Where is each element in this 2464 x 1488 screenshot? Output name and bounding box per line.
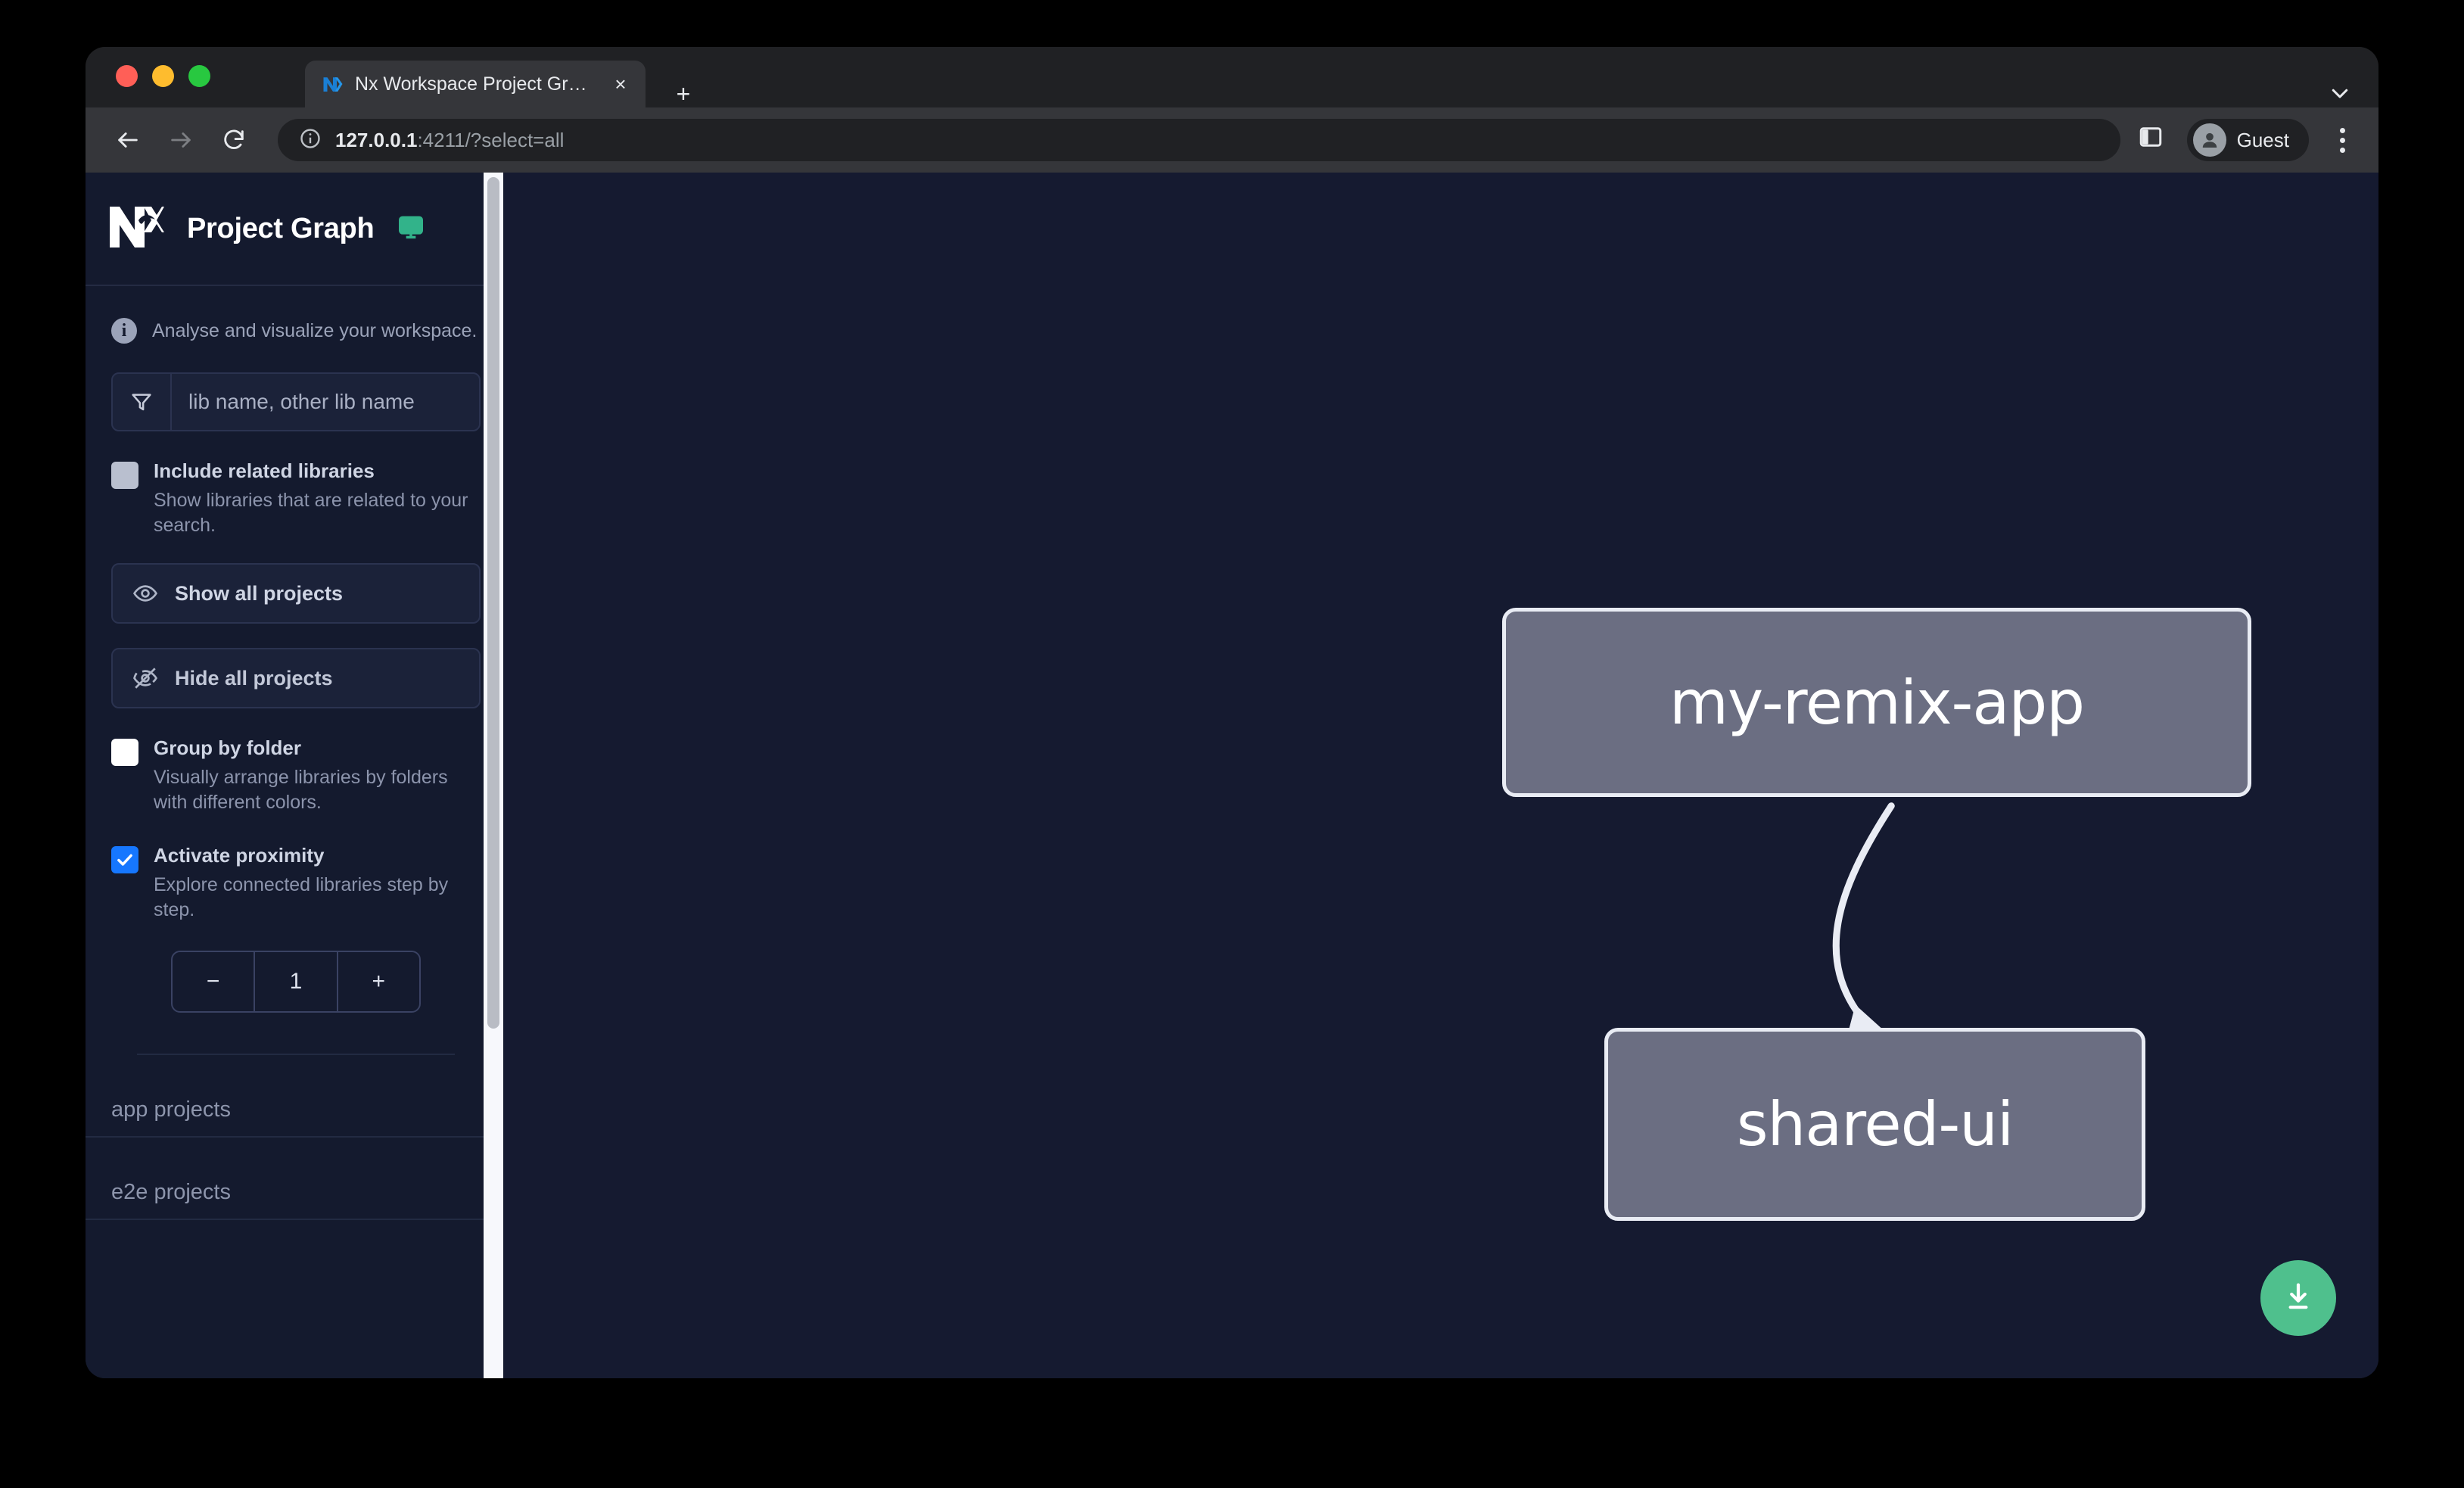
nx-logo-icon — [108, 204, 164, 254]
include-related-libraries-label: Include related libraries — [154, 459, 375, 482]
sidebar-scrollbar[interactable] — [484, 173, 503, 1378]
show-all-projects-label: Show all projects — [175, 581, 344, 605]
info-text: Analyse and visualize your workspace. — [152, 319, 478, 341]
graph-edge-my-remix-app-shared-ui — [1832, 802, 1895, 1026]
browser-window: Nx Workspace Project Graph × + — [86, 47, 2378, 1378]
show-all-projects-button[interactable]: Show all projects — [111, 563, 481, 624]
site-info-icon[interactable] — [299, 127, 322, 154]
window-controls — [116, 65, 210, 87]
chevron-down-icon[interactable] — [2324, 77, 2356, 109]
tab-title: Nx Workspace Project Graph — [355, 73, 597, 95]
include-related-libraries-option[interactable]: Include related libraries Show libraries… — [111, 459, 481, 539]
search-input[interactable] — [172, 374, 479, 430]
section-header-app-projects[interactable]: app projects — [86, 1055, 503, 1138]
tab-strip: Nx Workspace Project Graph × + — [86, 47, 2378, 107]
include-related-libraries-checkbox[interactable] — [111, 462, 138, 489]
graph-canvas[interactable]: my-remix-app shared-ui — [503, 173, 2378, 1378]
activate-proximity-label: Activate proximity — [154, 844, 325, 867]
url-path: :4211/?select=all — [417, 128, 565, 151]
filter-icon — [113, 374, 172, 430]
proximity-decrement-button[interactable]: − — [206, 969, 220, 994]
activate-proximity-option[interactable]: Activate proximity Explore connected lib… — [111, 843, 481, 923]
monitor-icon[interactable] — [397, 213, 425, 245]
nx-favicon-icon — [322, 73, 344, 95]
side-panel-icon[interactable] — [2137, 123, 2170, 157]
proximity-value: 1 — [254, 952, 336, 1011]
maximize-window-button[interactable] — [188, 65, 210, 87]
activate-proximity-description: Explore connected libraries step by step… — [154, 873, 449, 921]
sidebar-header: Project Graph — [86, 173, 503, 286]
include-related-libraries-description: Show libraries that are related to your … — [154, 489, 468, 537]
avatar — [2192, 123, 2226, 157]
divider — [137, 1054, 455, 1055]
eye-icon — [132, 581, 158, 606]
sidebar-body: i Analyse and visualize your workspace. — [86, 286, 503, 1378]
profile-label: Guest — [2236, 128, 2289, 151]
activate-proximity-checkbox[interactable] — [111, 846, 138, 873]
proximity-stepper[interactable]: − 1 + — [171, 951, 421, 1013]
url-text: 127.0.0.1:4211/?select=all — [335, 129, 564, 152]
hide-all-projects-button[interactable]: Hide all projects — [111, 648, 481, 708]
eye-off-icon — [132, 665, 158, 691]
url-host: 127.0.0.1 — [335, 128, 418, 151]
browser-toolbar: 127.0.0.1:4211/?select=all Guest — [86, 107, 2378, 173]
back-icon[interactable] — [110, 122, 146, 158]
group-by-folder-label: Group by folder — [154, 736, 301, 759]
info-row: i Analyse and visualize your workspace. — [86, 286, 503, 344]
new-tab-icon[interactable]: + — [676, 80, 691, 107]
graph-node-shared-ui[interactable]: shared-ui — [1604, 1028, 2145, 1221]
profile-button[interactable]: Guest — [2186, 119, 2309, 161]
info-icon: i — [111, 318, 137, 344]
reload-icon[interactable] — [216, 122, 252, 158]
graph-node-label: my-remix-app — [1669, 667, 2085, 738]
minimize-window-button[interactable] — [152, 65, 174, 87]
hide-all-projects-label: Hide all projects — [175, 666, 333, 690]
browser-menu-icon[interactable] — [2326, 122, 2359, 158]
browser-tab[interactable]: Nx Workspace Project Graph × — [305, 61, 646, 107]
sidebar: Project Graph i Analyse and visualize yo… — [86, 173, 503, 1378]
close-tab-icon[interactable]: × — [614, 73, 627, 95]
address-bar[interactable]: 127.0.0.1:4211/?select=all — [278, 119, 2120, 161]
proximity-increment-button[interactable]: + — [336, 952, 419, 1011]
group-by-folder-checkbox[interactable] — [111, 739, 138, 766]
download-icon — [2281, 1279, 2316, 1318]
graph-node-my-remix-app[interactable]: my-remix-app — [1502, 608, 2251, 797]
page-title: Project Graph — [187, 212, 375, 244]
group-by-folder-option[interactable]: Group by folder Visually arrange librari… — [111, 736, 481, 816]
group-by-folder-description: Visually arrange libraries by folders wi… — [154, 766, 448, 814]
download-graph-button[interactable] — [2260, 1260, 2336, 1336]
filter-field[interactable] — [111, 372, 481, 431]
sidebar-scrollbar-thumb[interactable] — [487, 177, 499, 1029]
close-window-button[interactable] — [116, 65, 138, 87]
forward-icon[interactable] — [163, 122, 199, 158]
page-viewport: Project Graph i Analyse and visualize yo… — [86, 173, 2378, 1378]
section-header-e2e-projects[interactable]: e2e projects — [86, 1138, 503, 1220]
graph-node-label: shared-ui — [1736, 1089, 2014, 1160]
